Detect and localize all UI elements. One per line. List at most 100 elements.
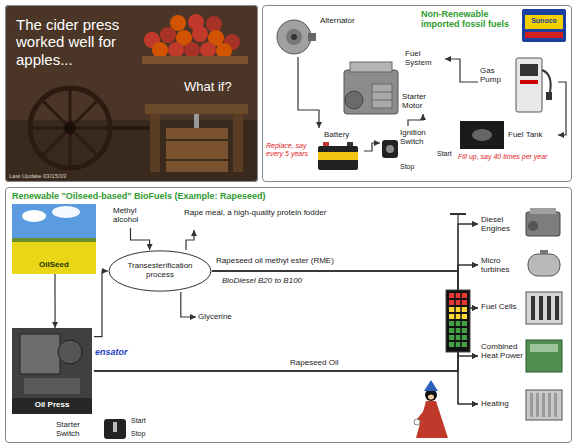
- label-holder: Fill up, say 40 times per year: [458, 153, 564, 161]
- application-label: Combined Heat Power: [481, 342, 523, 360]
- switch-position: Stop: [131, 430, 155, 438]
- switch-position: Start: [437, 150, 457, 158]
- component-label: Starter Switch: [56, 420, 100, 438]
- pump-nozzle: [546, 92, 552, 100]
- component: Fuel Tank: [458, 120, 558, 150]
- cloud: [22, 210, 46, 222]
- alternator-icon: [277, 20, 311, 54]
- flow-arrow: [94, 356, 478, 371]
- tub-band: [166, 139, 228, 141]
- photo-shade: [6, 120, 257, 181]
- battery-terminal: [323, 142, 329, 146]
- flow-arrow: [131, 228, 150, 250]
- ignition-key: [386, 145, 394, 153]
- gas-pump-icon: [516, 58, 542, 112]
- update-note: Last Update 03/15/03: [9, 173, 99, 180]
- heater-fin: [530, 393, 533, 417]
- switch-toggle: [113, 422, 117, 432]
- pump-stripe: [520, 80, 538, 84]
- press-wheel-small: [58, 340, 82, 364]
- edge-label: Rapeseed oil methyl ester (RME): [216, 256, 386, 265]
- heater-fin: [548, 393, 551, 417]
- photo-box: OilSeed: [12, 204, 98, 274]
- station-sign-stripe: [525, 32, 563, 38]
- flow-arrow: [212, 271, 478, 308]
- wizard-robe: [416, 401, 448, 438]
- component-label: Starter Motor: [402, 92, 444, 110]
- pump-display: [520, 64, 538, 76]
- component-label: Fuel Tank: [508, 130, 554, 139]
- press-wheel: [30, 88, 110, 168]
- component-label: Ignition Switch: [400, 128, 434, 146]
- field-edge: [12, 238, 96, 242]
- meter-bar: [449, 321, 467, 326]
- engine-detail: [372, 92, 392, 93]
- battery-icon: [318, 146, 358, 170]
- photo-ground: [5, 5, 258, 182]
- photo-caption: OilSeed: [12, 260, 96, 269]
- process-label: Transesterification process: [118, 261, 202, 279]
- fuel-cell-slot: [555, 296, 559, 320]
- engine-block: [344, 70, 398, 114]
- meter-bar: [449, 328, 467, 333]
- flow-arrow: [212, 271, 478, 356]
- axle: [110, 126, 150, 130]
- press-machine: [20, 334, 60, 374]
- press-tub: [166, 128, 228, 172]
- photo-panel: The cider press worked well for apples..…: [5, 5, 258, 182]
- partial-label: ensator: [95, 347, 145, 357]
- photo-shade: [12, 398, 92, 414]
- ignition-icon: [382, 140, 398, 158]
- brand-sign-text: Sunoco: [525, 17, 563, 25]
- station-sign: [522, 9, 566, 42]
- product-label: Rape meal, a high-quality protein fodder: [182, 206, 332, 230]
- apple: [206, 16, 222, 32]
- heater-fin: [536, 393, 539, 417]
- flow-arrow: [445, 59, 478, 82]
- component: Starter Switch: [56, 418, 102, 441]
- meter-bar: [449, 335, 467, 340]
- meter-bar: [449, 342, 467, 347]
- flow-arrow: [558, 82, 566, 135]
- distribution-bar: [457, 214, 458, 224]
- flow-arrow: [181, 292, 196, 317]
- valve-cover: [350, 62, 392, 72]
- battery-label-band: [318, 152, 358, 160]
- engine-detail: [372, 100, 392, 101]
- label-holder: Stop: [400, 163, 420, 171]
- battery-terminal: [347, 142, 353, 146]
- apple: [184, 42, 200, 58]
- apple: [200, 42, 216, 58]
- meter-bar: [449, 300, 467, 305]
- pump-hose: [542, 70, 551, 92]
- process-ellipse: Transesterification process: [108, 250, 212, 292]
- flow-arrow: [212, 271, 478, 404]
- wheel-spoke: [43, 101, 97, 155]
- basket-rim: [142, 56, 248, 64]
- cloud: [52, 206, 80, 218]
- press-post: [150, 114, 160, 172]
- product-label: Glycerine: [196, 310, 240, 324]
- alternator-icon: [286, 29, 302, 45]
- application-label: Diesel Engines: [481, 215, 523, 233]
- component: Fuel System: [403, 46, 445, 72]
- rapeseed-field: [12, 242, 96, 274]
- flow-arrow: [298, 57, 319, 128]
- input-label: Methyl alcohol: [112, 204, 149, 228]
- heater-fin: [554, 393, 557, 417]
- turbine-icon: [540, 250, 548, 254]
- flow-arrow: [408, 114, 423, 126]
- panel: Renewable "Oilseed-based" BioFuels (Exam…: [5, 187, 572, 443]
- level-meter: [446, 290, 470, 352]
- switch-position: Start: [131, 417, 155, 425]
- alternator-pulley: [308, 33, 316, 41]
- application-label: Heating: [481, 399, 523, 408]
- switch-icon: [104, 419, 126, 439]
- component: Starter Motor: [400, 90, 446, 114]
- sky-photo: [12, 204, 96, 240]
- application-label: Fuel Cells: [481, 302, 523, 311]
- diesel-engine-icon: [530, 208, 556, 214]
- flow-arrow: [54, 274, 55, 328]
- product-text: Glycerine: [198, 312, 238, 321]
